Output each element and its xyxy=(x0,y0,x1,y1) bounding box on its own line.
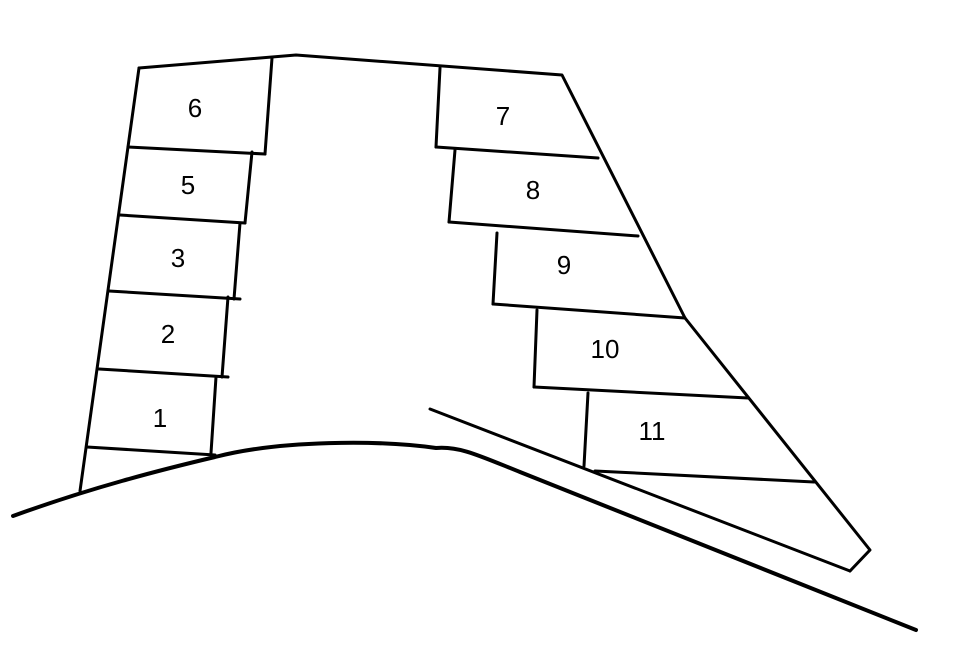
right-block-inner-edge-9 xyxy=(491,231,499,306)
lot-5-label: 5 xyxy=(181,170,195,200)
left-block-inner-edge-5 xyxy=(243,150,254,225)
left-divider-6-5 xyxy=(126,145,267,156)
lot-2-label: 2 xyxy=(161,319,175,349)
right-divider-11-road xyxy=(593,469,816,484)
left-divider-3-2 xyxy=(107,289,242,301)
left-divider-2-1 xyxy=(97,367,230,379)
left-block-inner-edge-2 xyxy=(220,295,230,379)
right-divider-9-10 xyxy=(491,302,687,320)
lot-11-label: 11 xyxy=(639,416,666,446)
left-divider-1-road xyxy=(85,445,217,457)
right-block-inner-edge-8 xyxy=(447,148,457,224)
right-divider-8-9 xyxy=(447,220,640,238)
right-block-inner-edge-10 xyxy=(532,308,539,389)
left-block-inner-edge-3 xyxy=(232,221,242,301)
lot-6-label: 6 xyxy=(188,93,202,123)
left-block-inner-edge-1 xyxy=(209,375,218,455)
main-road-curve xyxy=(11,440,918,632)
lot-7-label: 7 xyxy=(496,101,510,131)
lot-1-label: 1 xyxy=(153,403,167,433)
left-block-outer-edge xyxy=(78,66,141,493)
left-block-inner-edge-6 xyxy=(263,56,274,156)
right-divider-7-8 xyxy=(434,145,600,160)
lot-10-label: 10 xyxy=(591,334,620,364)
lot-8-label: 8 xyxy=(526,175,540,205)
right-block-inner-edge-7 xyxy=(434,66,442,149)
access-road-edge xyxy=(428,407,852,573)
lot-9-label: 9 xyxy=(557,250,571,280)
right-block-inner-edge-11 xyxy=(582,391,590,468)
right-divider-10-11 xyxy=(532,385,750,400)
left-divider-5-3 xyxy=(118,213,247,225)
boundary-top-edge xyxy=(137,53,872,573)
lot-3-label: 3 xyxy=(171,243,185,273)
